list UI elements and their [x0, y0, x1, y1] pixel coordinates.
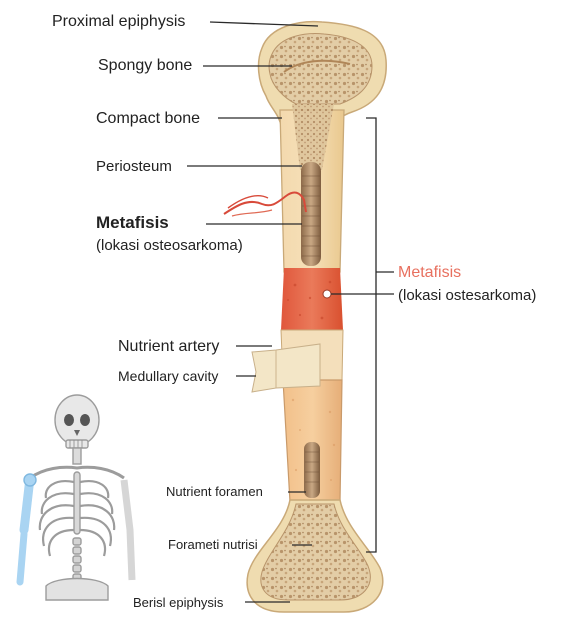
- label-nutrient-foramen: Nutrient foramen: [166, 484, 263, 499]
- femur-bone: [224, 22, 386, 612]
- human-skeleton-icon: [20, 395, 132, 600]
- label-periosteum: Periosteum: [96, 158, 172, 175]
- label-nutrient-artery: Nutrient artery: [118, 338, 219, 355]
- label-compact-bone: Compact bone: [96, 110, 200, 127]
- label-metafisis-right-sub: (lokasi ostesarkoma): [398, 287, 536, 304]
- spongy-bone-distal: [261, 504, 370, 600]
- medullary-canal-lower: [304, 442, 320, 498]
- label-medullary-cavity: Medullary cavity: [118, 368, 218, 384]
- metafisis-marker-dot: [323, 290, 331, 298]
- label-proximal-epiphysis: Proximal epiphysis: [52, 13, 185, 30]
- label-foramen-nutrisi: Forameti nutrisi: [168, 537, 258, 552]
- spongy-bone-head: [269, 34, 372, 104]
- metafisis-bracket: [366, 118, 376, 552]
- label-distal-epiphysis: Berisl epiphysis: [133, 595, 224, 610]
- cutaway-flap: [252, 344, 320, 392]
- metafisis-tumor-zone: [281, 268, 343, 330]
- medullary-canal-upper: [301, 162, 321, 266]
- label-metafisis-right: Metafisis: [398, 264, 461, 281]
- label-spongy-bone: Spongy bone: [98, 57, 192, 74]
- label-metafisis-left: Metafisis: [96, 213, 169, 232]
- label-metafisis-left-sub: (lokasi osteosarkoma): [96, 237, 243, 254]
